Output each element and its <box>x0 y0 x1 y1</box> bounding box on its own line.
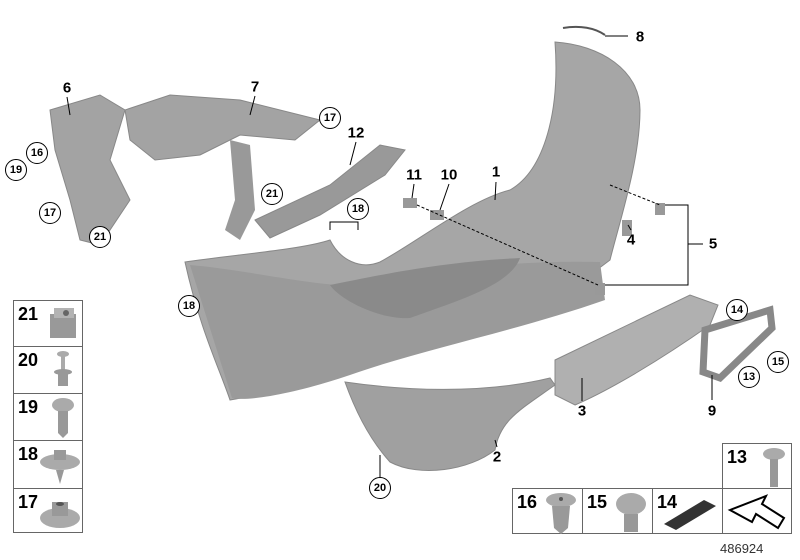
bracket-5a <box>655 203 665 215</box>
legend-label: 13 <box>727 447 748 467</box>
legend-item-16: 16 <box>512 488 583 534</box>
legend-label: 20 <box>18 350 39 370</box>
circled-callout-18: 18 <box>347 198 369 220</box>
legend-label: 17 <box>18 492 39 512</box>
circled-callout-13: 13 <box>738 366 760 388</box>
cover-3 <box>554 294 719 406</box>
callout-1: 1 <box>491 163 501 181</box>
bracket-5b <box>595 283 605 295</box>
legend-item-20: 20 <box>13 346 83 394</box>
legend-item-17: 17 <box>13 488 83 533</box>
legend-item-18: 18 <box>13 440 83 489</box>
bumper-opening <box>330 258 520 319</box>
legend-item-13: 13 <box>722 443 792 489</box>
legend-label: 18 <box>18 444 39 464</box>
bracket-7-arm <box>225 140 255 240</box>
oval-screw-icon <box>763 448 785 487</box>
legend-label: 16 <box>517 492 538 512</box>
diagram-id: 486924 <box>720 541 764 556</box>
legend-item-14: 14 <box>652 488 723 534</box>
bumper-trim-panel-2 <box>344 377 556 472</box>
circled-callout-19: 19 <box>5 159 27 181</box>
direction-arrow-icon <box>727 494 786 530</box>
dashed-leaders <box>416 184 661 286</box>
leader-lines <box>66 35 713 478</box>
bracket-10 <box>430 210 444 220</box>
legend-item-19: 19 <box>13 393 83 441</box>
bracket-9 <box>699 305 776 383</box>
circled-callout-14: 14 <box>726 299 748 321</box>
legend-label: 19 <box>18 397 39 417</box>
callout-4: 4 <box>626 231 636 249</box>
bumper-lower-face <box>190 261 605 399</box>
legend-label: 14 <box>657 492 678 512</box>
circled-callout-21: 21 <box>89 226 111 248</box>
foam-pad-icon <box>664 500 716 530</box>
legend-item-21: 21 <box>13 300 83 347</box>
torx-screw-icon <box>52 398 74 438</box>
washer-screw-icon <box>40 450 80 484</box>
legend-label: 21 <box>18 304 39 324</box>
trim-strip-8 <box>562 25 606 36</box>
callout-8: 8 <box>635 28 645 46</box>
callout-12: 12 <box>347 124 365 142</box>
callout-3: 3 <box>577 402 587 420</box>
circled-callout-16: 16 <box>26 142 48 164</box>
guide-12 <box>254 144 406 239</box>
plastic-rivet-icon <box>546 493 576 534</box>
clip-nut-icon <box>50 308 76 338</box>
callout-10: 10 <box>440 166 458 184</box>
legend-label: 15 <box>587 492 608 512</box>
circled-callout-15: 15 <box>767 351 789 373</box>
pan-screw-icon <box>616 493 646 532</box>
callout-9: 9 <box>707 402 717 420</box>
bracket-11 <box>403 198 417 208</box>
bracket-7 <box>124 94 322 161</box>
circled-callout-20: 20 <box>369 477 391 499</box>
circled-callout-17: 17 <box>39 202 61 224</box>
legend-item-15: 15 <box>582 488 653 534</box>
callout-2: 2 <box>492 448 502 466</box>
circled-callout-18: 18 <box>178 295 200 317</box>
callout-5: 5 <box>708 235 718 253</box>
bracket-6 <box>49 94 131 246</box>
circled-callout-21: 21 <box>261 183 283 205</box>
expanding-rivet-icon <box>54 351 72 386</box>
callout-7: 7 <box>250 78 260 96</box>
part-4 <box>622 220 632 236</box>
circled-callout-17: 17 <box>319 107 341 129</box>
washer-nut-icon <box>40 502 80 528</box>
callout-11: 11 <box>406 166 422 184</box>
callout-6: 6 <box>62 79 72 97</box>
legend-arrow-box <box>722 488 792 534</box>
